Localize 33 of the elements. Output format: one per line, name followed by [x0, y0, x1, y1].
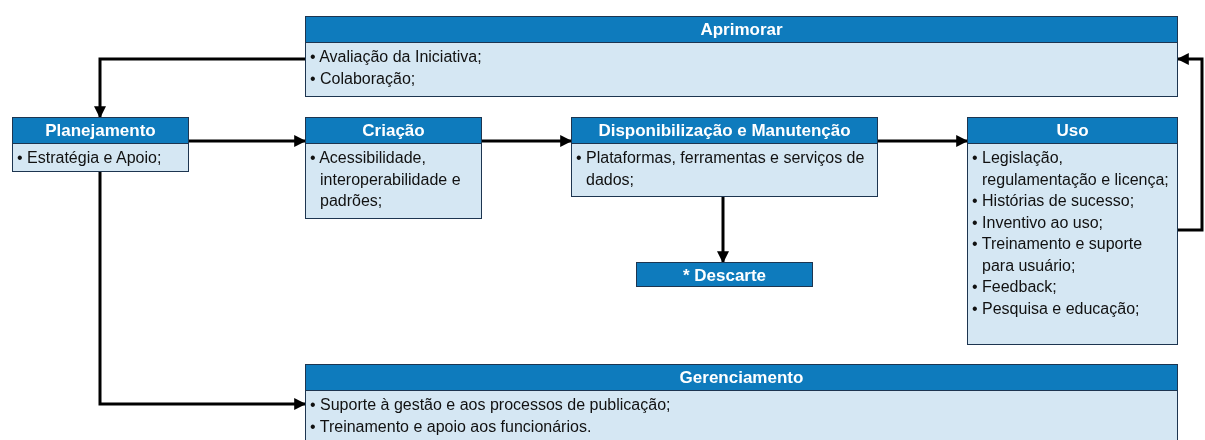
- process-box: [305, 117, 482, 219]
- box-heading: * Descarte: [637, 263, 812, 286]
- arrow: [717, 197, 729, 264]
- arrow: [189, 135, 307, 147]
- bullet-item: • Inventivo ao uso;: [972, 212, 1104, 233]
- process-box: [305, 364, 1178, 440]
- bullet-item: • Avaliação da Iniciativa;: [310, 47, 483, 67]
- bullet-item: • Suporte à gestão e aos processos de publicação;: [310, 395, 672, 415]
- bullet-item: • Histórias de sucesso;: [972, 191, 1136, 211]
- arrow: [878, 135, 969, 147]
- bullet-item: • Colaboração;: [310, 68, 417, 89]
- process-box: [12, 117, 189, 172]
- bullet-item: • Treinamento e apoio aos funcionários.: [310, 416, 593, 437]
- arrow: [1176, 53, 1204, 232]
- bullet-item: • Legislação, regulamentação e licença;: [972, 148, 1170, 190]
- box-heading: Criação: [306, 118, 481, 144]
- arrow: [94, 57, 305, 119]
- bullet-item: • Acessibilidade, interoperabilidade e padrões;: [310, 148, 462, 211]
- process-box: [305, 16, 1178, 97]
- arrow: [98, 172, 307, 410]
- bullet-item: • Treinamento e suporte para usuário;: [972, 234, 1144, 276]
- box-heading: Uso: [968, 118, 1177, 144]
- box-heading: Gerenciamento: [306, 365, 1177, 391]
- bullet-item: • Feedback;: [972, 277, 1058, 297]
- box-heading: Planejamento: [13, 118, 188, 144]
- bullet-item: • Estratégia e Apoio;: [17, 148, 163, 168]
- box-heading: Aprimorar: [306, 17, 1177, 43]
- box-heading: Disponibilização e Manutenção: [572, 118, 877, 144]
- bullet-item: • Pesquisa e educação;: [972, 298, 1141, 319]
- process-box: [967, 117, 1178, 345]
- bullet-item: • Plataformas, ferramentas e serviços de dados;: [576, 148, 866, 190]
- process-box: [571, 117, 878, 197]
- arrow: [482, 135, 573, 147]
